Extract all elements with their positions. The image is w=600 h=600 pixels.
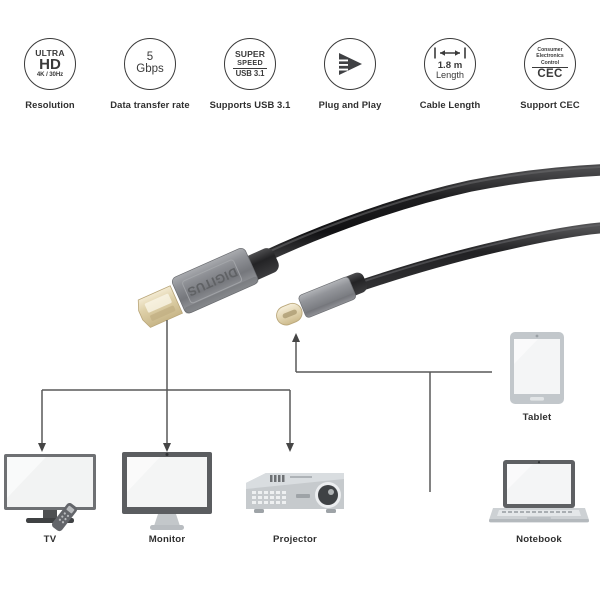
super-speed-line3: USB 3.1: [235, 69, 265, 79]
arrowhead-monitor: [163, 443, 171, 452]
data-rate-badge-icon: 5 Gbps: [124, 38, 176, 90]
device-notebook: [487, 458, 591, 528]
feature-caption-cable-length: Cable Length: [419, 99, 481, 110]
device-monitor: [120, 450, 214, 534]
monitor-neck: [154, 514, 180, 526]
feature-resolution: ULTRA HD 4K / 30Hz Resolution: [4, 38, 96, 111]
data-rate-unit: Gbps: [136, 63, 164, 75]
feature-cable-length: 1.8 m Length Cable Length: [404, 38, 496, 111]
arrowhead-tv: [38, 443, 46, 452]
device-label-tablet: Tablet: [522, 412, 552, 423]
ultra-hd-line2: HD: [39, 56, 61, 74]
feature-supports-usb: SUPER SPEED USB 3.1 Supports USB 3.1: [204, 38, 296, 111]
feature-caption-data-transfer-rate: Data transfer rate: [110, 99, 190, 110]
super-speed-line1: SUPER: [234, 48, 266, 59]
feature-badge-row: ULTRA HD 4K / 30Hz Resolution 5 Gbps Dat…: [0, 38, 600, 148]
cec-line3: Control: [540, 59, 560, 66]
tv-neck: [43, 510, 57, 519]
device-label-notebook: Notebook: [516, 534, 562, 545]
feature-caption-supports-usb: Supports USB 3.1: [209, 99, 291, 110]
tablet-home-button: [530, 397, 544, 401]
notebook-keys: [502, 511, 572, 513]
notebook-webcam-icon: [537, 461, 541, 464]
monitor-webcam-icon: [165, 453, 169, 456]
super-speed-line2: SPEED: [237, 57, 263, 67]
projector-lens: [318, 485, 338, 505]
device-projector: [240, 465, 350, 527]
notebook-trackpad: [527, 517, 551, 520]
projector-grille: [252, 491, 286, 504]
ultra-hd-line1: ULTRA: [35, 48, 65, 59]
cable-length-value: 1.8 m: [437, 60, 463, 72]
device-label-monitor: Monitor: [148, 534, 186, 545]
double-arrow-measure-icon: [432, 47, 468, 59]
tablet-camera-icon: [535, 334, 539, 338]
arrowhead-projector: [286, 443, 294, 452]
cec-badge-icon: Consumer Electronics Control CEC: [524, 38, 576, 90]
device-label-projector: Projector: [273, 534, 317, 545]
cable-length-label: Length: [435, 70, 465, 81]
feature-caption-resolution: Resolution: [25, 99, 75, 110]
device-tv: [2, 452, 98, 534]
play-arrow-icon: [335, 51, 365, 77]
device-label-tv: TV: [43, 534, 57, 545]
super-speed-badge-icon: SUPER SPEED USB 3.1: [224, 38, 276, 90]
tv-remote-icon: [51, 502, 78, 532]
monitor-base: [150, 525, 184, 530]
arrowhead-usbc: [292, 333, 300, 342]
cable-length-badge-icon: 1.8 m Length: [424, 38, 476, 90]
device-tablet: [508, 330, 566, 406]
feature-data-transfer-rate: 5 Gbps Data transfer rate: [104, 38, 196, 111]
badge-divider: [233, 67, 267, 69]
ultra-hd-badge-icon: ULTRA HD 4K / 30Hz: [24, 38, 76, 90]
data-rate-value: 5: [146, 51, 154, 64]
cec-line1: Consumer: [537, 47, 563, 54]
feature-support-cec: Consumer Electronics Control CEC Support…: [504, 38, 596, 111]
feature-plug-and-play: Plug and Play: [304, 38, 396, 111]
feature-caption-plug-and-play: Plug and Play: [318, 99, 382, 110]
wire-arrowheads: [38, 333, 300, 452]
ultra-hd-line3: 4K / 30Hz: [36, 71, 64, 79]
plug-and-play-badge-icon: [324, 38, 376, 90]
cec-acronym: CEC: [537, 68, 563, 81]
projector-top-vent: [270, 475, 285, 482]
cec-line2: Electronics: [536, 53, 564, 60]
feature-caption-support-cec: Support CEC: [520, 99, 580, 110]
badge-divider: [532, 67, 568, 69]
